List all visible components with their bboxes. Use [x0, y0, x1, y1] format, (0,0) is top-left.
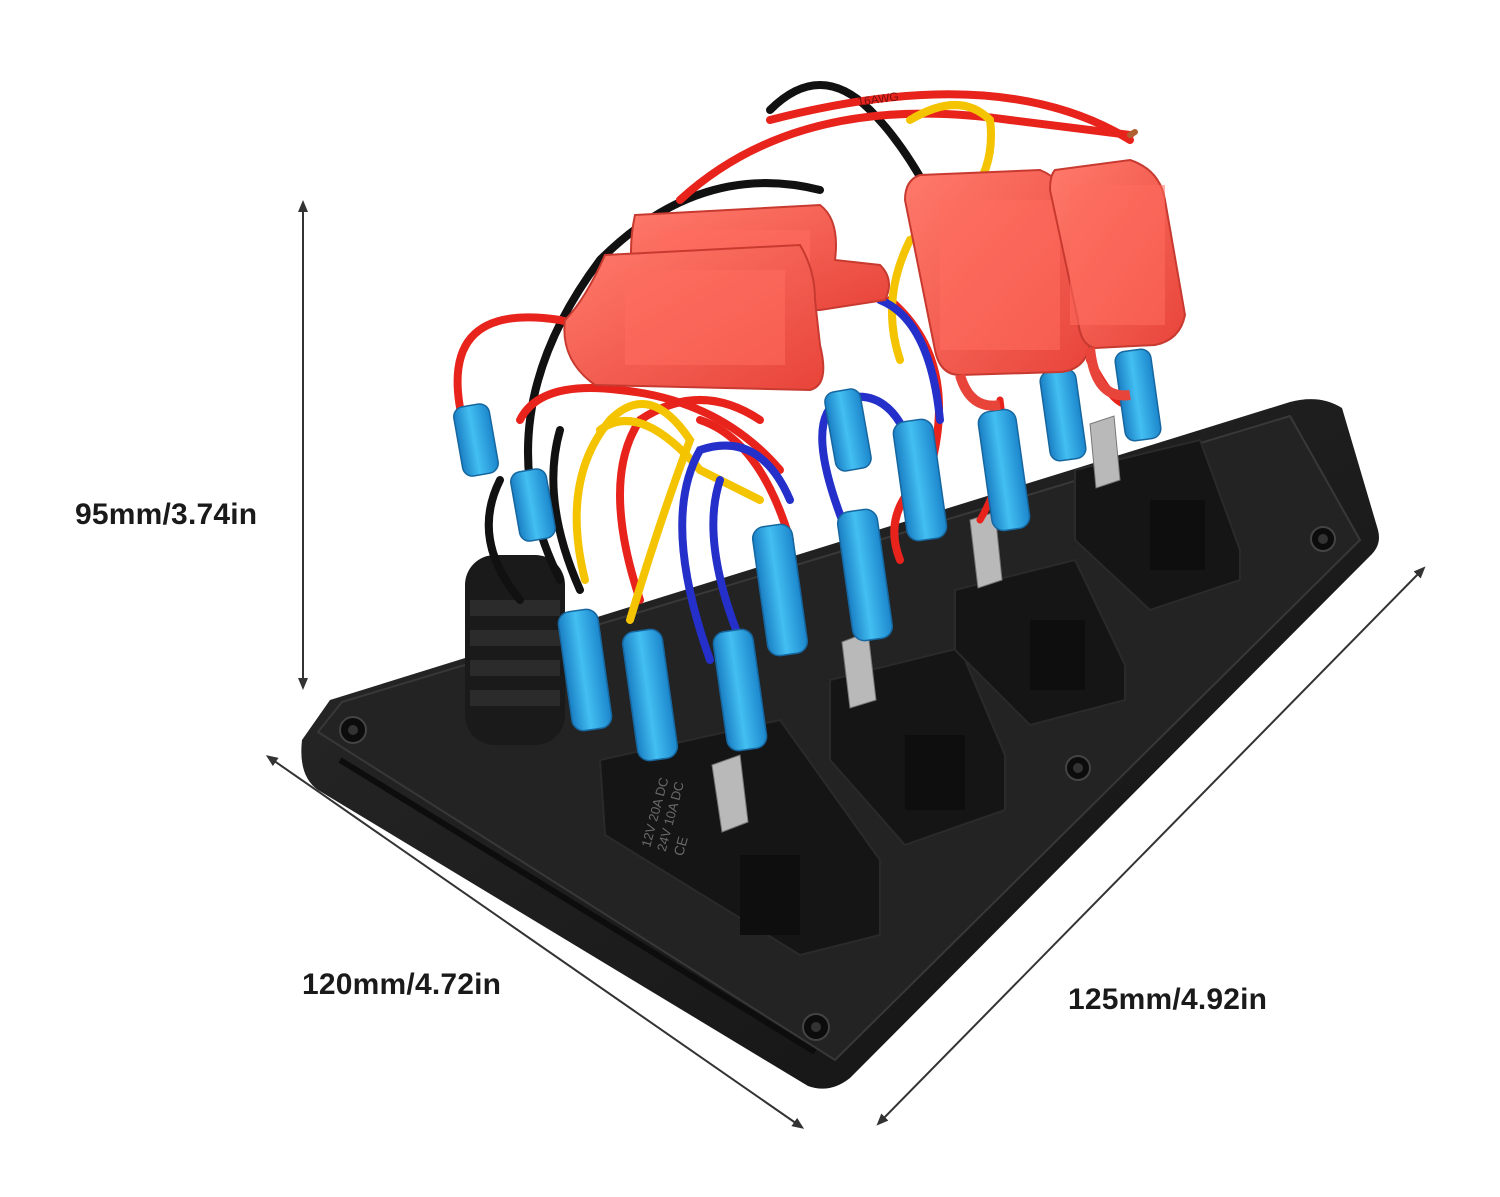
height-dimension-label: 95mm/3.74in — [75, 498, 258, 531]
depth-arrow — [876, 566, 1426, 1126]
width-arrow — [265, 755, 805, 1129]
usb-socket — [465, 555, 565, 745]
fuse-holder — [563, 243, 825, 392]
fuse-holder — [903, 168, 1092, 411]
switch-body — [1074, 438, 1241, 612]
width-dimension-label: 120mm/4.72in — [302, 968, 502, 1001]
rocker-switches: 12V 20A DC 24V 10A DC CE — [598, 415, 1241, 957]
wire-gauge-print: 16AWG — [856, 89, 899, 109]
mounting-holes — [339, 526, 1336, 1041]
depth-dimension-label: 125mm/4.92in — [1068, 983, 1268, 1016]
switch-body — [954, 558, 1126, 727]
insulated-terminals — [453, 348, 1162, 762]
ce-mark: CE — [670, 835, 690, 858]
fuse-holder — [1048, 158, 1187, 401]
fuse-holders — [563, 158, 1187, 411]
switch-body — [598, 718, 881, 957]
